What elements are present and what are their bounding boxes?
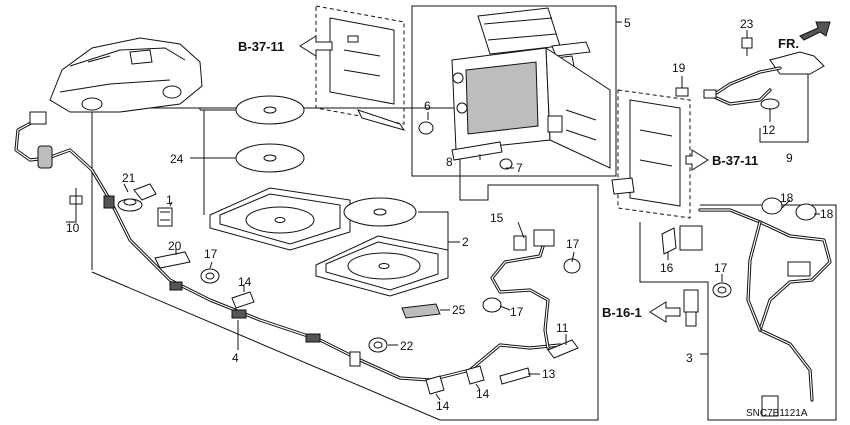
holder-20 [154,251,191,269]
clamp-1 [157,207,173,227]
bracket-top-frame [315,5,405,125]
clip-14-bottom-a [425,375,445,395]
bracket-right [611,99,681,207]
callout-18b[interactable]: 18 [820,207,834,221]
bolt-19 [675,87,689,97]
callout-19[interactable]: 19 [672,61,686,75]
callout-24[interactable]: 24 [170,152,184,166]
band-17-left [200,268,220,284]
callout-23[interactable]: 23 [740,17,754,31]
callout-16[interactable]: 16 [660,261,674,275]
screw-23 [741,37,753,56]
right-harness-3 [679,197,832,417]
main-assembly-frame [91,107,599,421]
callout-17a[interactable]: 17 [204,247,218,261]
callout-13[interactable]: 13 [542,367,556,381]
callout-14b[interactable]: 14 [436,399,450,413]
callout-11[interactable]: 11 [556,321,569,335]
ref-label-b161[interactable]: B-16-1 [602,305,642,320]
callout-5[interactable]: 5 [624,16,631,30]
band-17-right [712,282,732,298]
callout-14c[interactable]: 14 [476,387,490,401]
antenna-assembly-9 [703,51,825,110]
disc-stack-24 [235,95,305,173]
callout-12[interactable]: 12 [762,123,776,137]
callout-4[interactable]: 4 [232,351,239,365]
callout-6[interactable]: 6 [424,99,431,113]
callout-2[interactable]: 2 [462,235,469,249]
antenna-cable-assembly [14,111,562,382]
sensor-module [683,289,699,327]
clip-14-bottom-b [465,365,485,385]
connector-16 [661,227,677,255]
drawing-code: SNC7B1121A [746,408,808,419]
callout-17b[interactable]: 17 [566,237,580,251]
leader-lines [66,21,820,401]
callout-17c[interactable]: 17 [510,305,524,319]
ref-label-b3711-right[interactable]: B-37-11 [712,153,758,168]
ref-arrow-b161 [649,301,681,323]
callout-25[interactable]: 25 [452,303,466,317]
band-22 [368,337,388,353]
clip-21 [117,183,157,212]
disc-2 [343,197,417,227]
callout-10[interactable]: 10 [66,221,80,235]
callout-14a[interactable]: 14 [238,275,252,289]
vehicle-icon [49,37,203,113]
knob-6 [418,121,434,135]
trim-8 [451,141,503,161]
bracket-top [329,17,406,131]
ref-arrow-b3711-right [685,149,709,171]
clip-13 [499,367,531,385]
callout-3[interactable]: 3 [686,351,693,365]
center-harness [482,229,581,350]
callout-9[interactable]: 9 [786,151,793,165]
callout-1[interactable]: 1 [166,193,173,207]
front-direction-arrow [799,21,831,41]
clip-14-mid [231,291,255,309]
disc-tray-24 [209,187,351,251]
clip-11 [547,339,579,359]
knob-7 [499,158,513,170]
antenna-bracket-9 [759,74,809,143]
disc-tray-2 [315,235,449,297]
bracket-right-frame [617,89,691,219]
ref-label-b3711-top[interactable]: B-37-11 [238,39,284,54]
nav-display-unit [451,47,611,169]
callout-8[interactable]: 8 [446,155,453,169]
callout-22[interactable]: 22 [400,339,414,353]
callout-17d[interactable]: 17 [714,261,728,275]
front-label: FR. [778,36,799,51]
callout-7[interactable]: 7 [516,161,523,175]
ref-arrow-b3711-top [299,35,333,57]
nav-unit-frame [411,5,617,177]
card-25 [401,303,441,319]
callout-18a[interactable]: 18 [780,191,794,205]
callout-15[interactable]: 15 [490,211,504,225]
callout-20[interactable]: 20 [168,239,182,253]
harness-frame [639,204,837,421]
callout-21[interactable]: 21 [122,171,136,185]
